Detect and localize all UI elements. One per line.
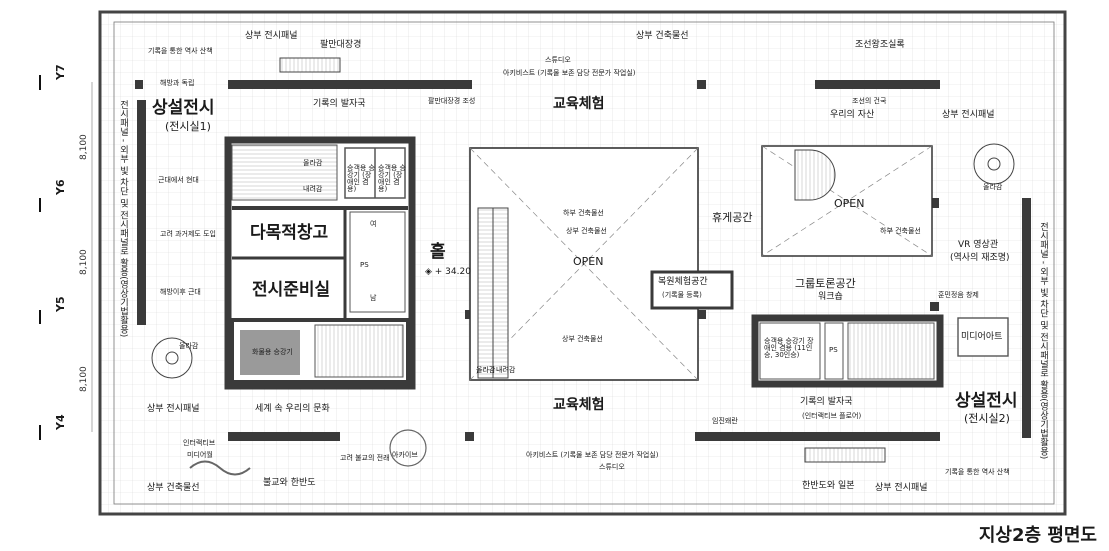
media-wall-wave — [189, 460, 251, 476]
joseon-annals: 조선왕조실록 — [855, 40, 905, 50]
upper-panel-tr: 상부 전시패널 — [942, 110, 995, 120]
modern-label: 근대에서 현대 — [158, 176, 199, 184]
wall-text-right: 전시패널 - 외부 빛 차단 및 전시패널로 활용(영상기법활용) — [1038, 222, 1048, 460]
history-walk-br: 기록을 통한 역사 산책 — [945, 468, 1010, 476]
axis-y5: Y5 — [54, 296, 67, 312]
upper-panel-tl: 상부 전시패널 — [245, 31, 298, 41]
restoration-label: 복원체험공간 — [658, 277, 708, 287]
upper-model-c2: 상부 건축물선 — [566, 227, 607, 235]
elev-pass-b: 승객용 승강기 (장애인 겸용) — [378, 164, 406, 193]
gallery2-sub: (전시실2) — [964, 412, 1010, 425]
edu-top-label: 교육체험 — [553, 96, 605, 112]
imjin-label: 임진왜란 — [712, 417, 738, 425]
our-assets: 우리의 자산 — [830, 110, 875, 120]
elev-down: 내려감 — [303, 185, 323, 193]
palman-label: 팔만대장경 — [320, 40, 362, 50]
dimension-1: 8,100 — [79, 134, 89, 160]
inner-frame — [113, 21, 1055, 505]
workshop-label: 워크숍 — [818, 292, 843, 302]
hall-label: 홀 — [430, 242, 446, 262]
liberation-label: 해방과 독립 — [160, 79, 195, 87]
top-stair — [279, 57, 341, 73]
history-walk-tl: 기록을 통한 역사 산책 — [148, 47, 213, 55]
esc-down: 내려감 — [496, 366, 516, 374]
dimension-3: 8,100 — [79, 366, 89, 392]
hall-level: ◈ + 34.20 — [425, 267, 471, 277]
axis-y6: Y6 — [54, 179, 67, 195]
buddhism-korea: 불교와 한반도 — [263, 478, 316, 488]
media-art-label: 미디어아트 — [961, 332, 1003, 342]
edu-bottom-label: 교육체험 — [553, 397, 605, 413]
open-right-label: OPEN — [834, 197, 865, 210]
archive-label: 아카이브 — [392, 451, 418, 459]
goryeo-buddhism: 고려 불교의 전래 — [340, 454, 390, 462]
media-wall-label: 미디어월 — [187, 451, 213, 459]
upper-panel-bl: 상부 전시패널 — [147, 404, 200, 414]
media-art-box — [957, 317, 1009, 357]
wc-female: 여 — [370, 220, 377, 228]
rest-area-label: 휴게공간 — [712, 211, 753, 224]
archivist-top: 아키비스트 (기록물 보존 담당 전문가 작업실) — [503, 69, 636, 77]
wc-male: 남 — [370, 294, 377, 302]
records-map-bottom: 기록의 발자국 — [800, 397, 853, 407]
restoration-sub: (기록물 등록) — [662, 291, 702, 299]
gallery1-label: 상설전시 — [152, 98, 215, 118]
upper-panel-br: 상부 전시패널 — [875, 483, 928, 493]
vr-sub: (역사의 재조명) — [950, 253, 1010, 263]
spiral-up-left: 올라감 — [179, 342, 199, 350]
axis-y7: Y7 — [54, 64, 67, 80]
korea-japan: 한반도와 일본 — [802, 481, 855, 491]
multi-storage-label: 다목적창고 — [250, 223, 329, 243]
gallery1-sub: (전시실1) — [165, 120, 211, 133]
vr-label: VR 영상관 — [958, 240, 999, 250]
lower-model-c1: 하부 건축물선 — [563, 209, 604, 217]
freight-elev: 화물용 승강기 — [252, 348, 293, 356]
post-lib: 해방이후 근대 — [160, 288, 201, 296]
dimension-2: 8,100 — [79, 249, 89, 275]
prep-room-label: 전시준비실 — [252, 280, 331, 300]
goryeo-exam: 고려 과거제도 도입 — [160, 230, 216, 238]
palman-build: 팔만대장경 조성 — [428, 97, 476, 105]
open-center-label: OPEN — [573, 255, 604, 268]
upper-model-top: 상부 건축물선 — [636, 31, 689, 41]
right-core — [751, 314, 944, 388]
interactive-label: 인터랙티브 — [183, 439, 216, 447]
discussion-label: 그룹토론공간 — [795, 277, 856, 290]
spiral-up-right: 올라감 — [983, 183, 1003, 191]
wall-text-left: 전시패널 - 외부 빛 차단 및 전시패널로 활용(영상기법활용) — [118, 100, 128, 338]
records-map-top: 기록의 발자국 — [313, 99, 366, 109]
page-title: 지상2층 평면도 — [978, 525, 1097, 546]
left-core — [224, 136, 416, 390]
hunmin-label: 훈민정음 창제 — [938, 291, 979, 299]
lower-model-r: 하부 건축물선 — [880, 227, 921, 235]
walls — [137, 80, 1031, 441]
bottom-stair — [804, 447, 886, 463]
elev-pass-a: 승객용 승강기 (장애인 겸용) — [347, 164, 375, 193]
upper-model-bl: 상부 건축물선 — [147, 483, 200, 493]
gallery2-label: 상설전시 — [955, 391, 1018, 411]
esc-up: 올라감 — [476, 366, 496, 374]
joseon-found: 조선의 건국 — [852, 97, 887, 105]
spiral-stairs — [151, 143, 1015, 379]
world-culture: 세계 속 우리의 문화 — [255, 404, 330, 414]
archivist-bottom: 아키비스트 (기록물 보존 담당 전문가 작업실) — [526, 451, 659, 459]
elev-up: 올라감 — [303, 159, 323, 167]
right-open — [761, 145, 933, 257]
ps-right: PS — [829, 346, 838, 354]
records-map-bottom-sub: (인터랙티브 플로어) — [802, 412, 862, 420]
axis-y4: Y4 — [54, 414, 67, 430]
archive-circle — [389, 429, 427, 467]
ps-left: PS — [360, 261, 369, 269]
atrium — [469, 147, 699, 381]
studio-bottom: 스튜디오 — [599, 463, 625, 471]
studio-top: 스튜디오 — [545, 56, 571, 64]
upper-model-c3: 상부 건축물선 — [562, 335, 603, 343]
restoration-box — [650, 270, 734, 310]
elev-right: 승객용 승강기 장애인 겸용 (11인승, 30인승) — [764, 337, 814, 359]
